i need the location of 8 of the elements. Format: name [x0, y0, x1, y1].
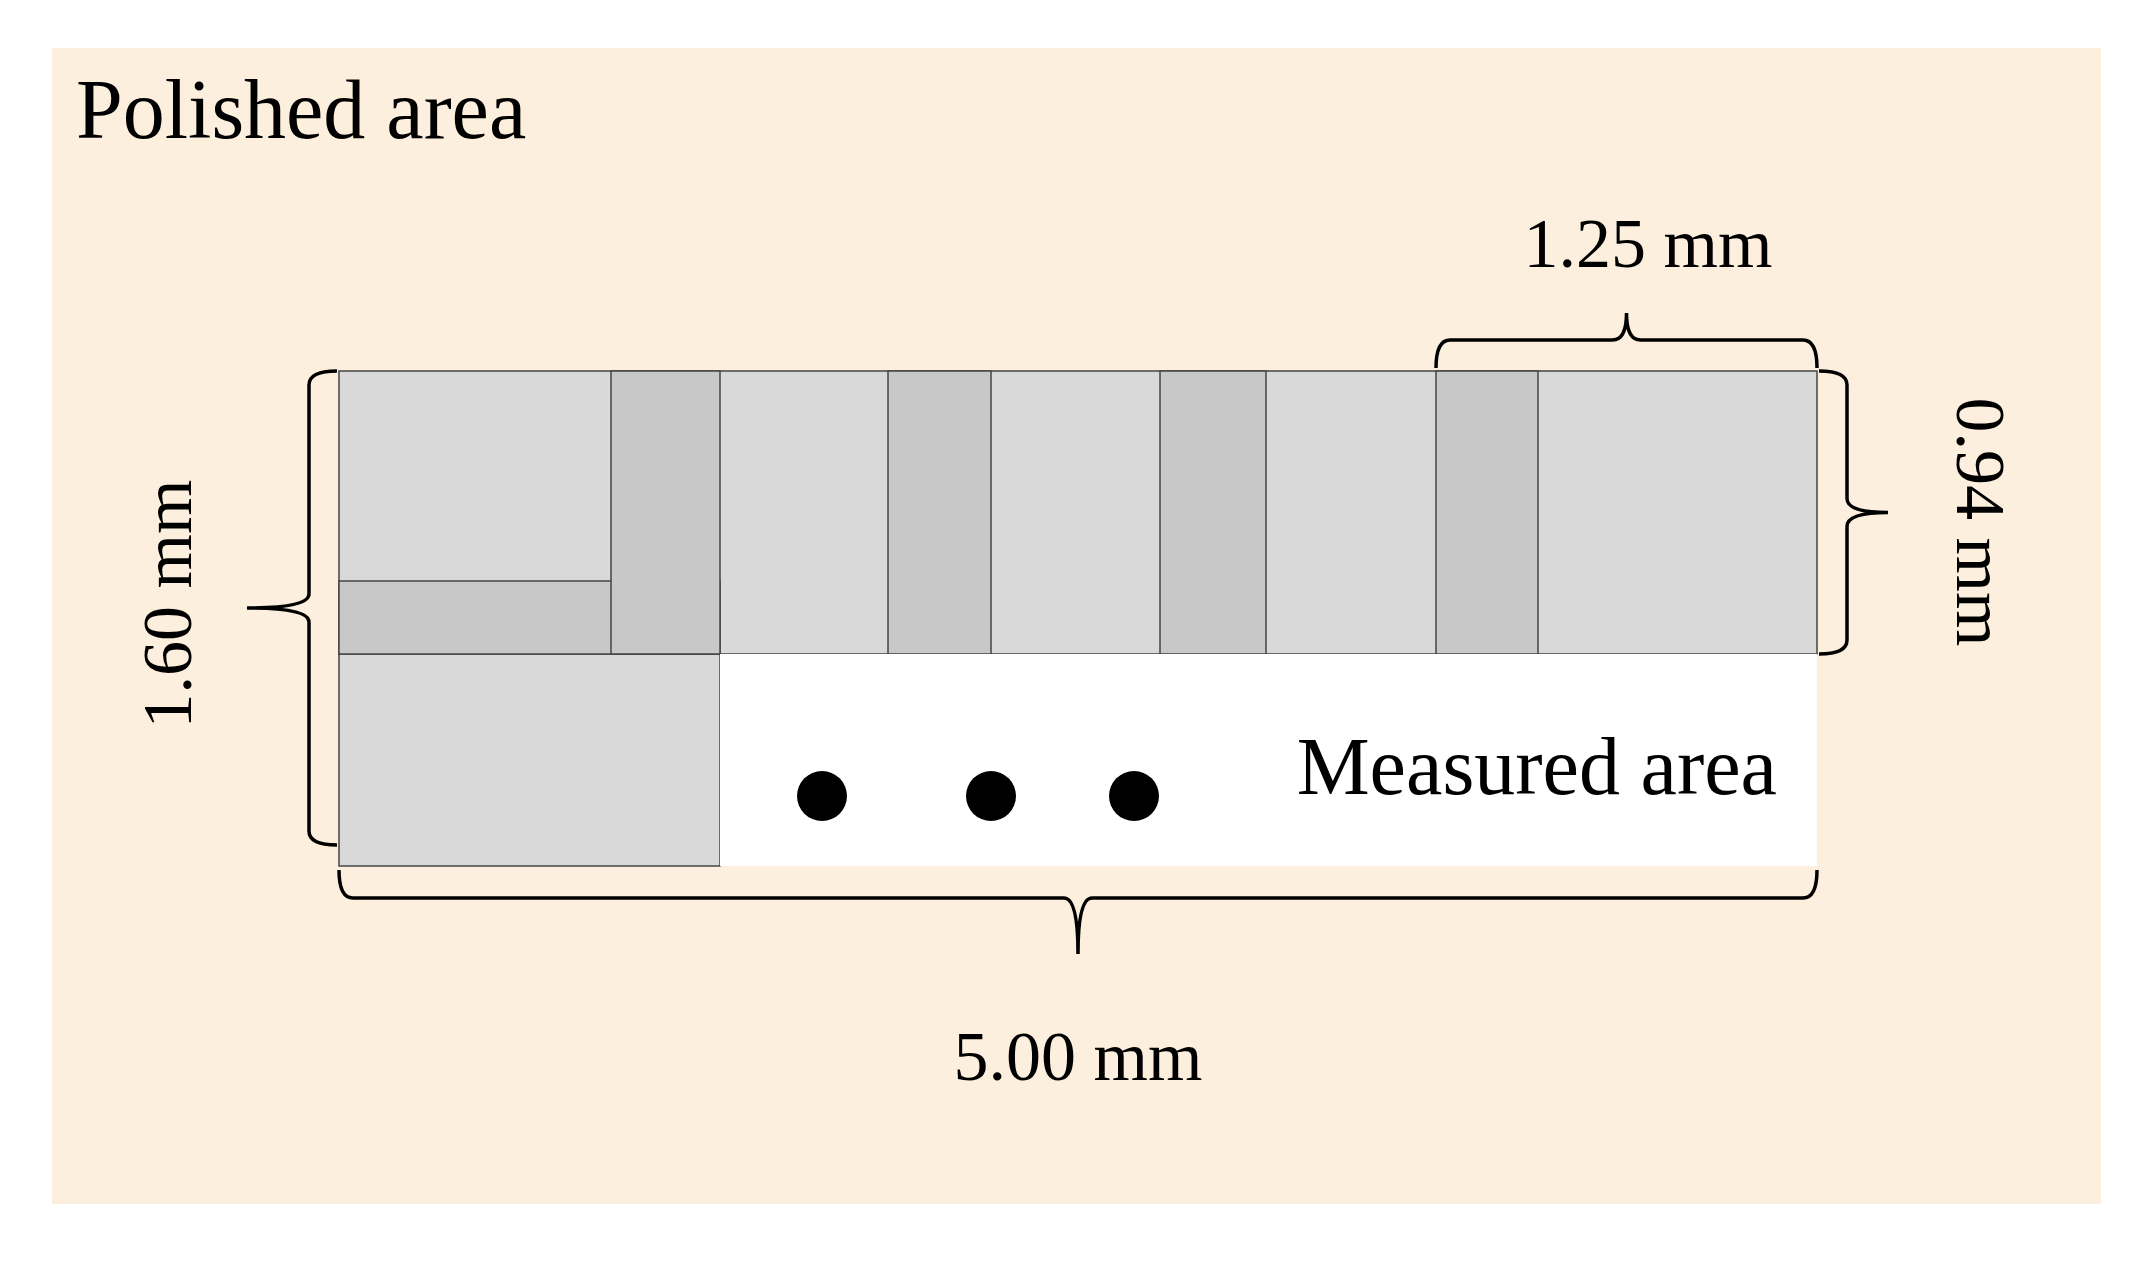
polished-area-region [52, 48, 2101, 1204]
dimension-label: 1.60 mm [133, 479, 203, 729]
dimension-label: 5.00 mm [953, 1022, 1203, 1092]
region-title: Polished area [76, 68, 527, 152]
dimension-label: 0.94 mm [1945, 397, 2015, 647]
dimension-label: 1.25 mm [1523, 209, 1773, 279]
measured-area-region [720, 654, 1817, 866]
region-label: Measured area [1296, 726, 1777, 808]
